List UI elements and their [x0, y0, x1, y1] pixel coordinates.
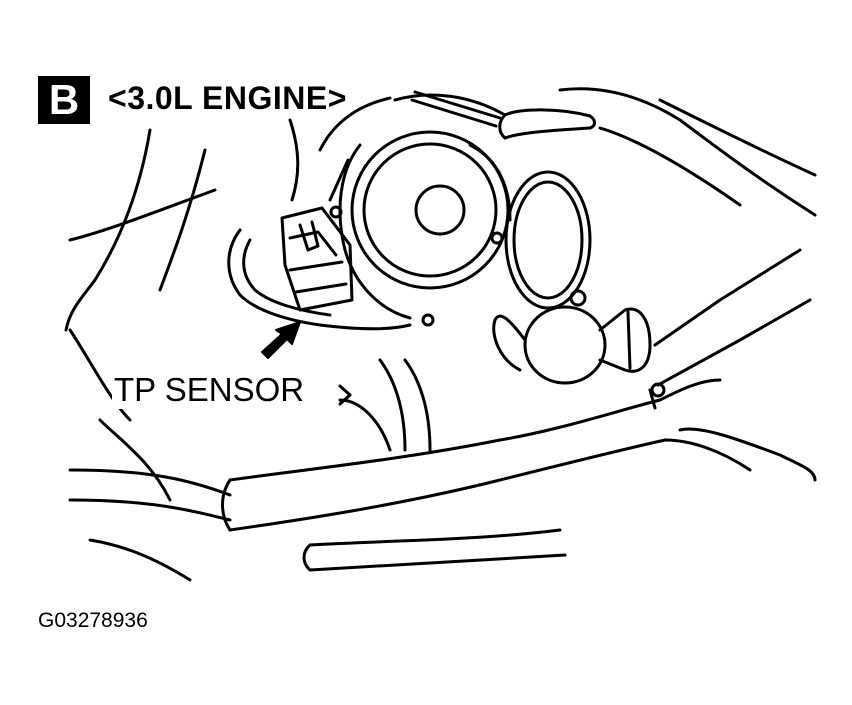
throttle-body — [328, 130, 592, 327]
leader-chevron — [338, 384, 352, 406]
upper-hose — [410, 90, 596, 140]
iac-valve — [492, 248, 812, 387]
view-badge: B — [38, 76, 90, 124]
pointer-arrow — [261, 321, 301, 359]
lower-hoses — [68, 358, 817, 582]
engine-bay-outlines — [64, 87, 817, 422]
figure-id: G03278936 — [38, 609, 148, 632]
figure-title: <3.0L ENGINE> — [108, 80, 347, 116]
tp-sensor-label: TP SENSOR — [112, 371, 307, 409]
tp-sensor — [227, 206, 412, 331]
